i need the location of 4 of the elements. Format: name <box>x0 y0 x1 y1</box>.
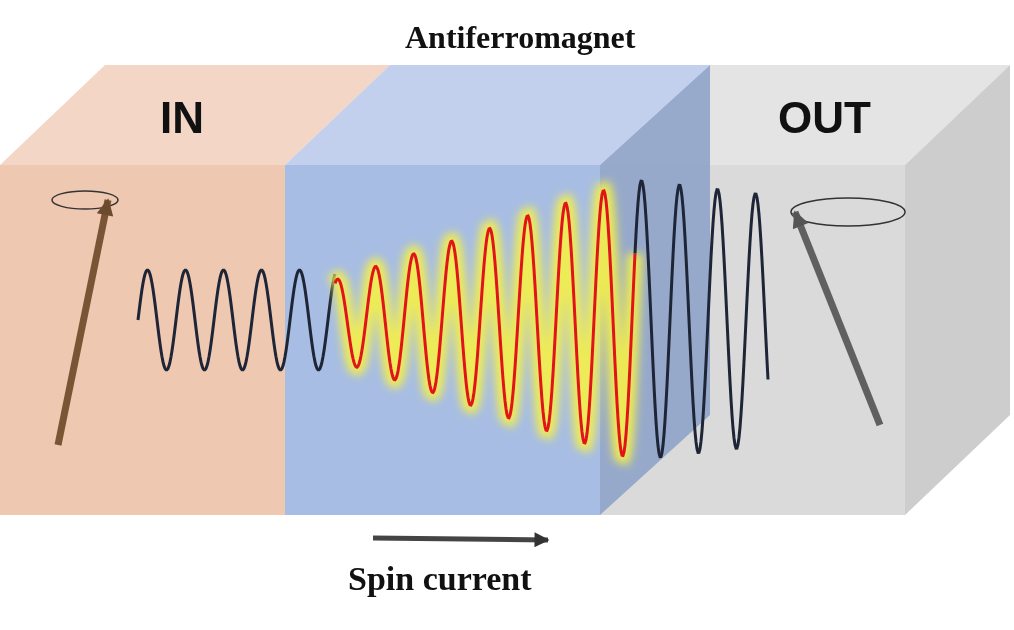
arrow-caption: Spin current <box>348 560 532 598</box>
region-label: IN <box>160 93 204 143</box>
region-label: OUT <box>778 93 871 143</box>
block-title: Antiferromagnet <box>405 19 636 56</box>
